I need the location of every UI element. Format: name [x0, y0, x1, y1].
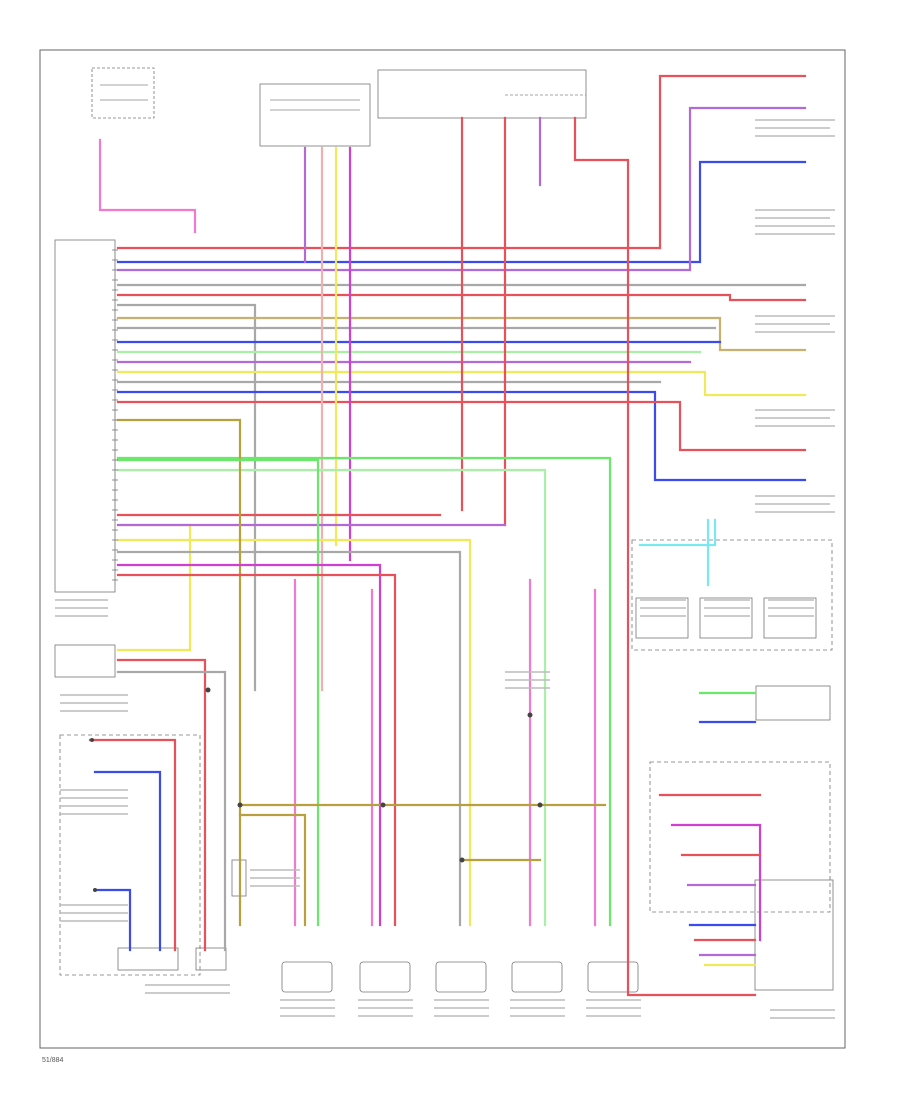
- right-switch-modules: [631, 539, 834, 991]
- diagram-frame: [39, 49, 846, 1049]
- module-pins: [112, 249, 118, 581]
- page-code: 51/884: [42, 1057, 64, 1064]
- wire-harness: [88, 74, 807, 997]
- junction-dots: [90, 687, 543, 892]
- top-fuse-box-left: [91, 67, 155, 119]
- top-control-unit: [259, 83, 371, 147]
- top-fuse-box-right: [377, 69, 587, 119]
- motor-connectors: [281, 961, 639, 993]
- component-label-marks: [55, 119, 835, 1019]
- memory-switch-module: [54, 644, 116, 678]
- power-seat-control-switch: [59, 734, 227, 976]
- memory-seat-module: [54, 239, 116, 593]
